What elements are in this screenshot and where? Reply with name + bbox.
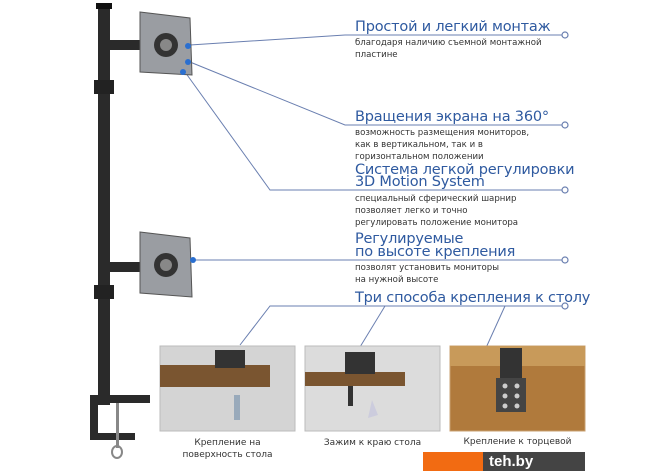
desk-clamp	[90, 395, 150, 459]
callout-dots	[561, 31, 569, 310]
feature-title-adjust: Система легкой регулировки	[355, 162, 575, 178]
watermark: teh.by	[423, 452, 585, 471]
watermark-logo	[423, 452, 483, 471]
caption-surface-mount: Крепление на поверхность стола	[182, 438, 273, 460]
watermark-text: teh.by	[489, 453, 534, 470]
lower-vesa-plate	[139, 231, 193, 298]
feature-title-height: Регулируемые	[355, 231, 464, 247]
feature-title-rotation: Вращения экрана на 360°	[355, 109, 549, 125]
upper-vesa-plate	[139, 11, 193, 76]
feature-title-easy-mount: Простой и легкий монтаж	[355, 19, 551, 35]
photo-surface-mount	[159, 345, 296, 432]
pole	[98, 5, 110, 405]
callout-lines	[184, 34, 563, 351]
feature-desc-easy-mount: благодаря наличию съемной монтажной плас…	[355, 38, 542, 60]
photo-edge-clamp	[304, 345, 441, 432]
feature-desc-height: позволят установить мониторы на нужной в…	[355, 263, 500, 285]
caption-grommet-mount: Крепление к торцевой	[463, 437, 572, 447]
caption-edge-clamp: Зажим к краю стола	[323, 438, 422, 448]
feature-title-mount-options: Три способа крепления к столу	[355, 290, 591, 306]
feature-title-height-2: по высоте крепления	[355, 244, 516, 260]
photo-grommet-mount	[449, 345, 586, 432]
feature-desc-adjust: специальный сферический шарнир позволяет…	[355, 194, 519, 228]
feature-desc-rotation: возможность размещения мониторов, как в …	[355, 128, 530, 162]
feature-title-adjust-2: 3D Motion System	[355, 174, 485, 190]
